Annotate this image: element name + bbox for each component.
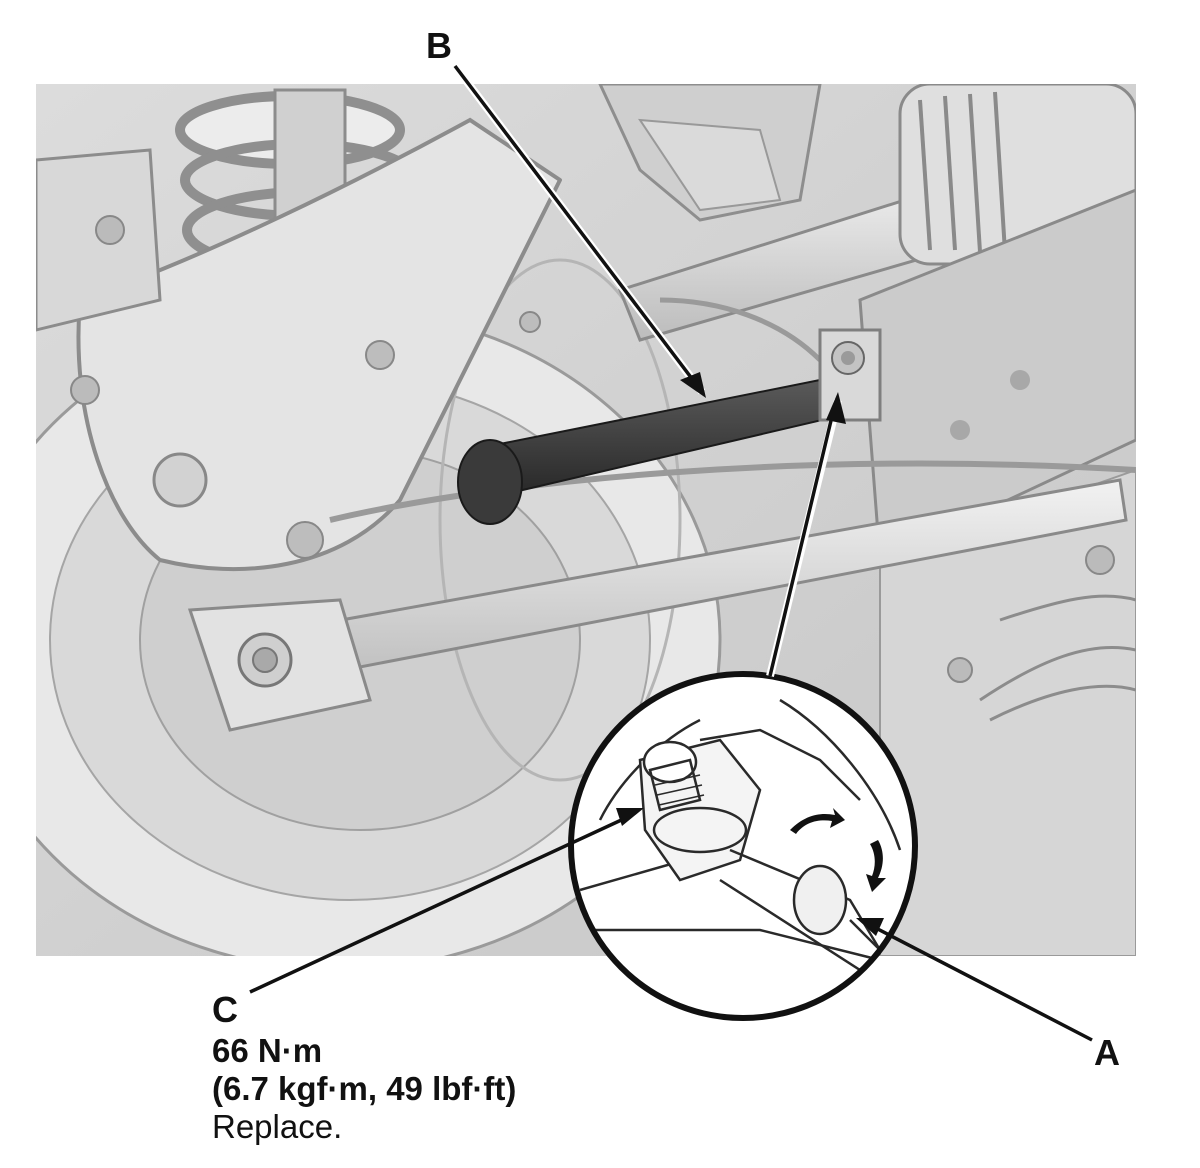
leader-inset — [768, 407, 836, 677]
leader-b — [453, 64, 698, 386]
highlighted-rod-b — [457, 378, 824, 525]
arrowhead-inset — [826, 392, 846, 424]
arrowhead-a — [856, 918, 884, 936]
illustration-panel — [36, 84, 1136, 956]
knuckle-arm — [76, 117, 563, 572]
curved-arrow-icon — [866, 840, 886, 892]
lower-arm — [187, 478, 1128, 732]
torque-alt-units: (6.7 kgf·m, 49 lbf·ft) — [212, 1070, 517, 1107]
detail-inset — [568, 671, 918, 1021]
callout-c: C — [212, 989, 238, 1030]
torque-spec: 66 N·m (6.7 kgf·m, 49 lbf·ft) Replace. — [212, 1032, 516, 1146]
leader-c — [249, 814, 631, 994]
leader-a — [869, 923, 1093, 1042]
callout-b: B — [426, 25, 452, 66]
arrowhead-b — [680, 372, 706, 398]
torque-note: Replace. — [212, 1108, 343, 1145]
rod-end-bolt — [818, 328, 882, 422]
arrowhead-c — [616, 808, 644, 826]
callout-a: A — [1094, 1032, 1120, 1073]
drive-shaft — [618, 84, 1136, 342]
curved-arrow-icon — [790, 808, 845, 834]
torque-value: 66 N·m — [212, 1032, 323, 1069]
